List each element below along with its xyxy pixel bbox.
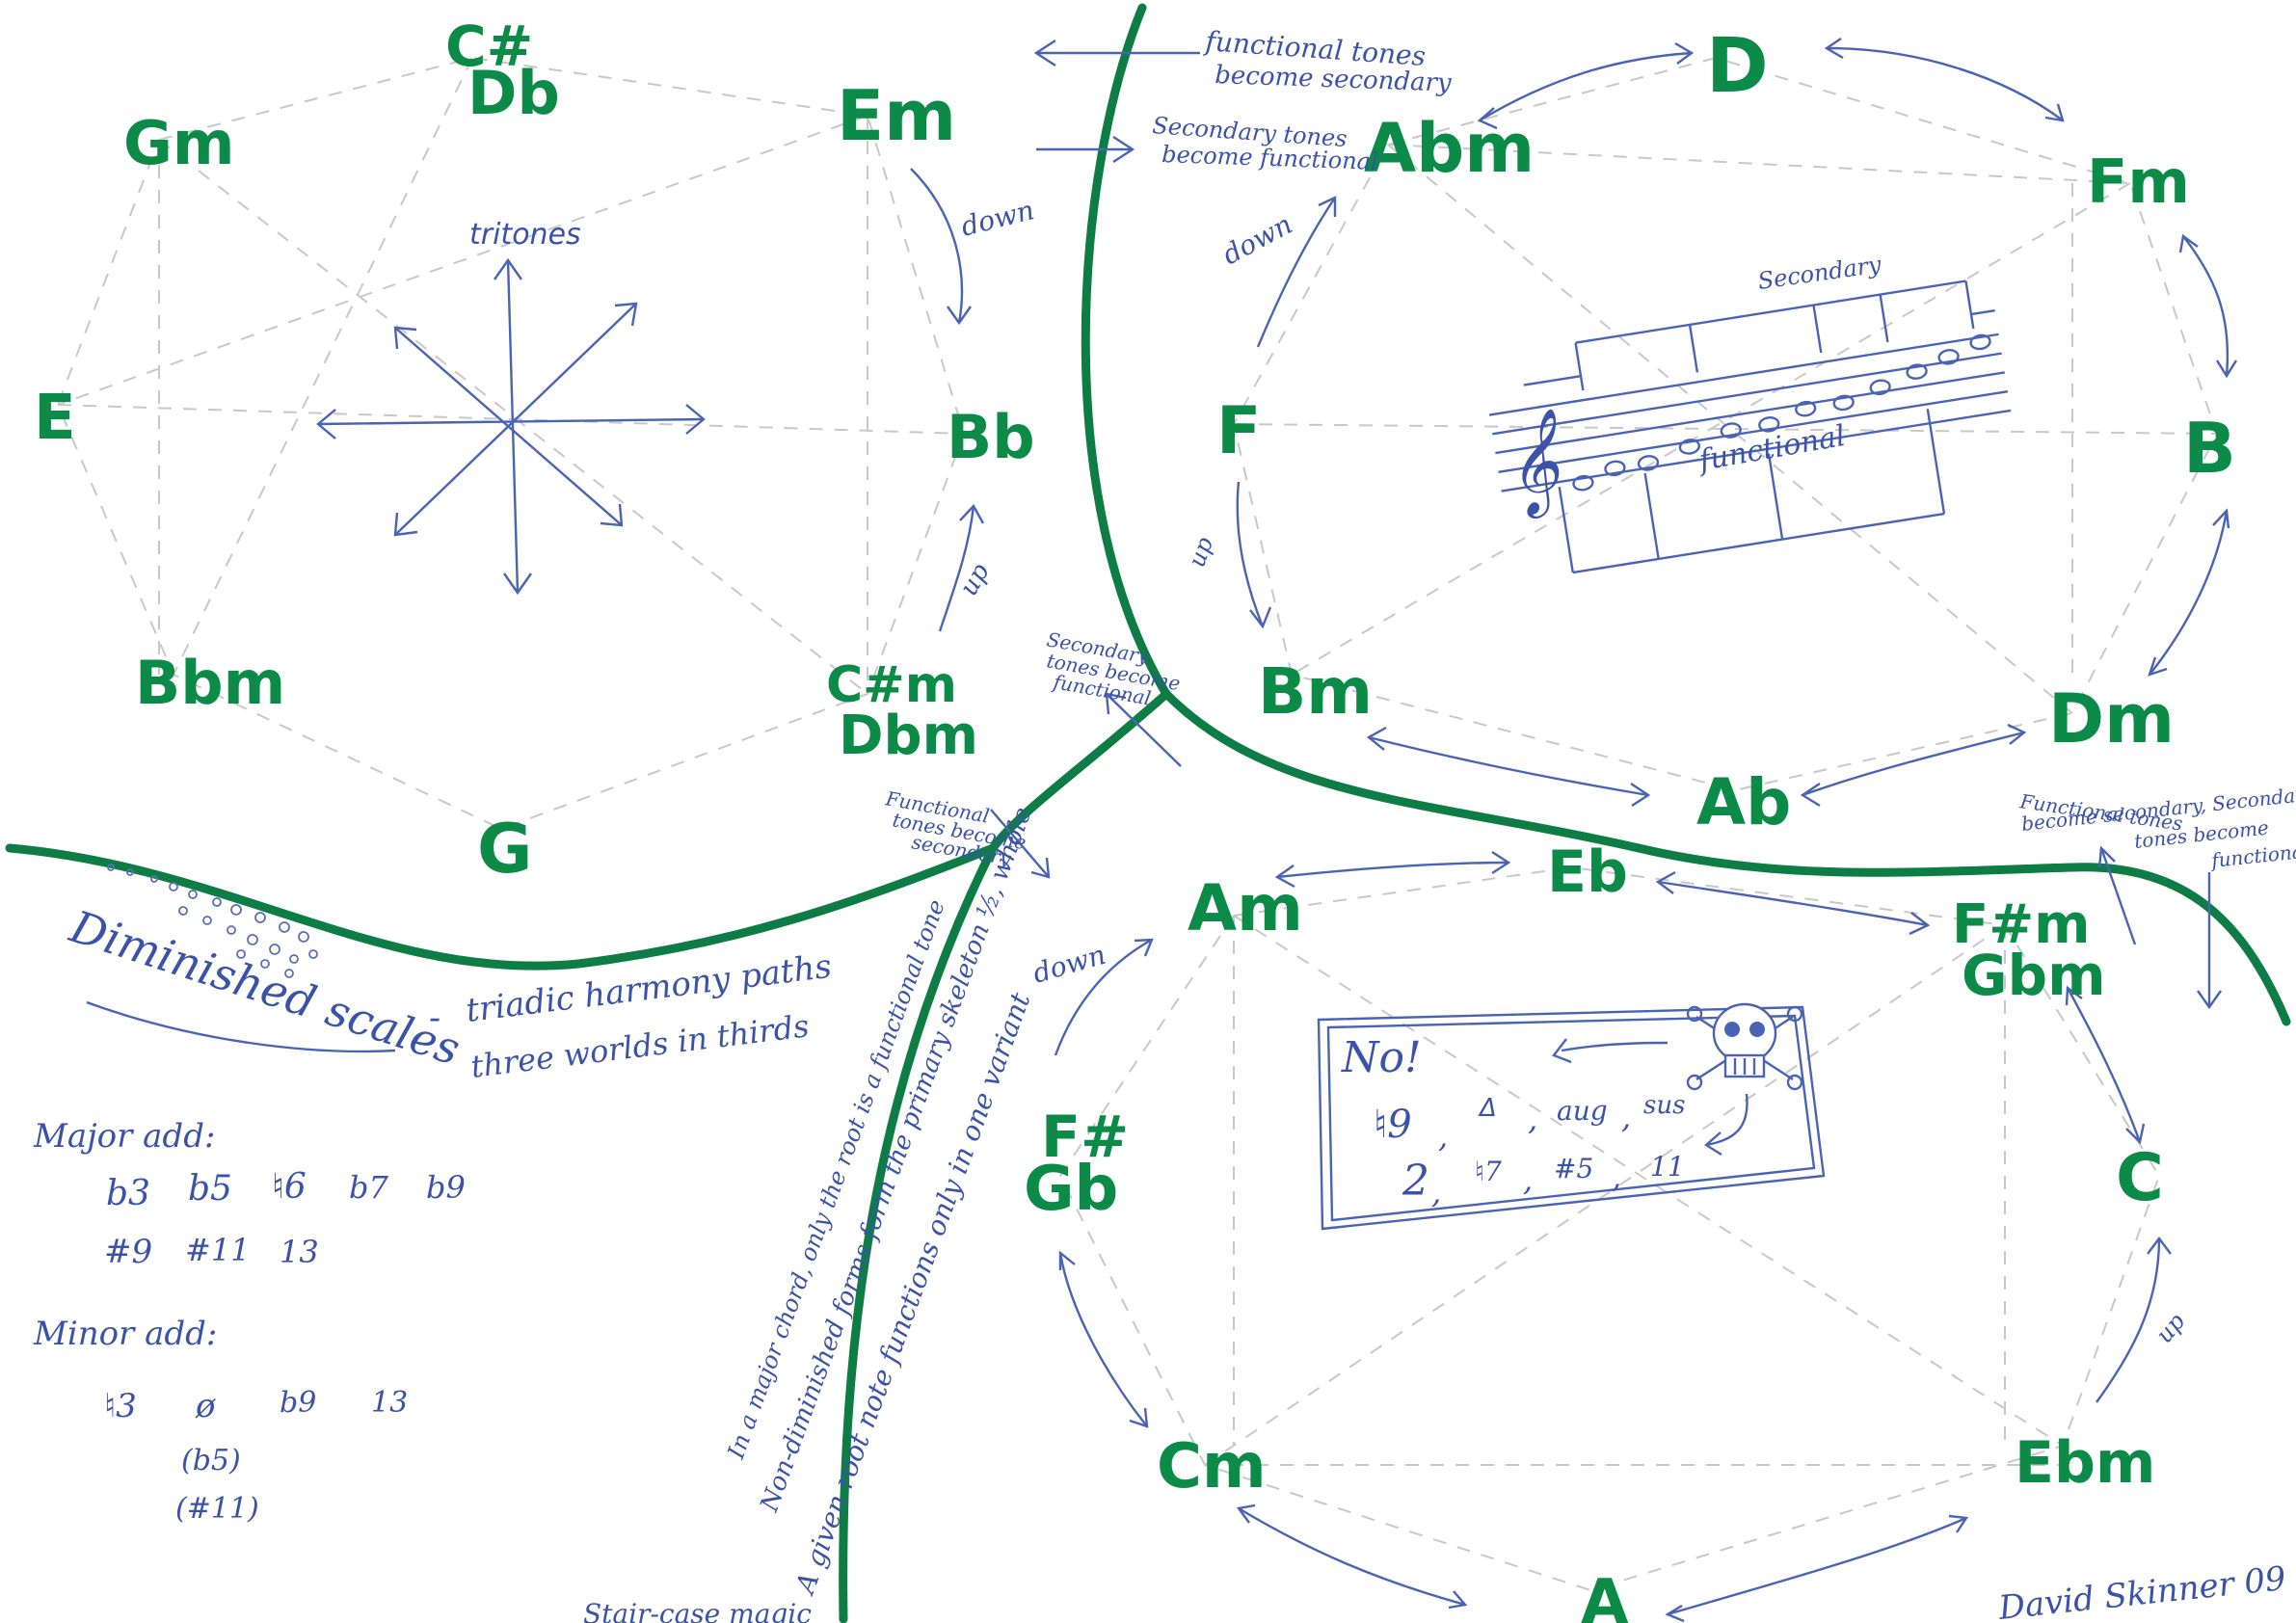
minor-add-item: ø [195, 1387, 216, 1425]
tritones-star [316, 257, 706, 596]
major-add-item: ♮6 [272, 1167, 307, 1207]
chord-b: B [2183, 408, 2236, 489]
label-tritones: tritones [469, 218, 581, 252]
no-box-item: , [1612, 1158, 1621, 1195]
chord-gm: Gm [123, 108, 235, 178]
chord-g: G [477, 810, 532, 889]
label-down-f: down [1217, 208, 1297, 271]
note-right-4: functional [2208, 838, 2296, 872]
minor-add-label: Minor add: [33, 1315, 217, 1353]
divider-top [1081, 3, 1171, 699]
chord-cm: Cm [1157, 1431, 1267, 1503]
chord-bb: Bb [947, 402, 1035, 472]
staff-notes [1572, 333, 1991, 492]
major-add-item: b7 [349, 1169, 388, 1206]
chord-eb: Eb [1547, 838, 1628, 906]
signature: David Skinner 09 [1996, 1559, 2288, 1623]
chord-ab: Ab [1696, 765, 1791, 839]
chord-am: Am [1188, 871, 1303, 945]
no-box-item: , [1528, 1101, 1537, 1137]
minor-add-block: Minor add: ♮3 ø b9 13 (b5) (#11) [33, 1315, 408, 1526]
chord-c: C [2116, 1140, 2164, 1216]
chord-abm: Abm [1364, 109, 1535, 188]
dashed-skeleton-top-right [1232, 56, 2219, 792]
no-box-item: , [1621, 1099, 1631, 1135]
annotations: functional tones become secondary Second… [469, 25, 2296, 1348]
skull-crossbones-icon [1686, 1002, 1803, 1091]
no-box-item: sus [1643, 1091, 1685, 1120]
minor-add-item: ♮3 [104, 1387, 137, 1425]
bottom-text: Stair-case magic [583, 1598, 812, 1623]
blue-arrows [910, 38, 2238, 1623]
no-box [1317, 1005, 1826, 1231]
minor-add-item: 13 [371, 1386, 408, 1420]
chord-fsharpm: F#m [1952, 893, 2091, 956]
chord-f: F [1216, 393, 1261, 469]
major-add-block: Major add: b3 b5 ♮6 b7 b9 #9 #11 13 [33, 1117, 466, 1271]
no-box-item: , [1431, 1174, 1441, 1211]
staff-label-secondary: Secondary [1756, 251, 1883, 295]
no-box-content: No! ♮9 , Δ , aug , sus 2 , ♮7 , #5 , 11 [1341, 1033, 1685, 1211]
dashed-skeleton-bottom-right [1058, 865, 2161, 1592]
major-add-item: 13 [280, 1234, 319, 1270]
no-box-item: ♮9 [1374, 1103, 1412, 1147]
major-add-item: #11 [185, 1232, 251, 1268]
chord-dm: Dm [2048, 679, 2175, 758]
chord-dbm: Dbm [839, 705, 978, 767]
rule-line-2: Non-diminished forms form the primary sk… [755, 804, 1038, 1517]
divider-bottom [839, 843, 998, 1623]
chord-ebm: Ebm [2015, 1429, 2155, 1497]
chord-fm: Fm [2087, 146, 2190, 217]
no-box-item: 11 [1650, 1151, 1685, 1183]
chord-em: Em [837, 75, 956, 156]
no-box-item: , [1438, 1118, 1448, 1155]
no-box-item: , [1523, 1161, 1533, 1198]
title-dash: - [429, 998, 441, 1038]
chord-db: Db [467, 58, 560, 128]
chord-gbm: Gbm [1962, 943, 2106, 1008]
label-up-ebm: up [2150, 1308, 2190, 1348]
stipple-decoration [107, 864, 318, 978]
major-add-label: Major add: [33, 1117, 215, 1156]
title-main: Diminished scales [64, 900, 467, 1076]
major-add-item: #9 [104, 1233, 152, 1271]
minor-add-item: (b5) [181, 1444, 241, 1477]
no-box-item: #5 [1554, 1153, 1593, 1184]
chord-fsharp: F# [1041, 1104, 1129, 1171]
scale-staff: 𝄞 [1488, 279, 2012, 574]
minor-add-item: (#11) [175, 1492, 259, 1526]
chord-d: D [1706, 23, 1769, 110]
divider-left [5, 689, 1171, 971]
major-add-item: b9 [426, 1169, 466, 1206]
chord-bm: Bm [1258, 654, 1373, 729]
chord-gb: Gb [1024, 1154, 1118, 1225]
chord-e: E [34, 383, 76, 454]
minor-add-item: b9 [280, 1386, 316, 1420]
dashed-skeleton-top-left [56, 56, 966, 831]
no-box-title: No! [1341, 1033, 1422, 1082]
chord-labels: Gm C# Db Em E Bb Bbm C#m Dbm G D Abm Fm … [34, 13, 2236, 1623]
title-underline [86, 1000, 396, 1053]
no-box-item: 2 [1402, 1157, 1429, 1206]
major-add-item: b5 [188, 1169, 232, 1209]
divider-right [1161, 689, 2291, 1026]
chord-bbm: Bbm [135, 648, 285, 718]
title-block: Diminished scales - triadic harmony path… [64, 900, 834, 1085]
label-up-f: up [1183, 534, 1218, 572]
label-down-em: down [958, 194, 1037, 243]
major-add-item: b3 [106, 1174, 150, 1213]
no-box-item: aug [1557, 1095, 1608, 1127]
chord-csharpm: C#m [826, 656, 957, 714]
chord-a: A [1581, 1567, 1629, 1623]
no-box-item: Δ [1478, 1094, 1497, 1123]
chord-csharp: C# [445, 13, 533, 79]
world-dividers [5, 3, 2291, 1623]
no-box-item: ♮7 [1475, 1156, 1502, 1187]
